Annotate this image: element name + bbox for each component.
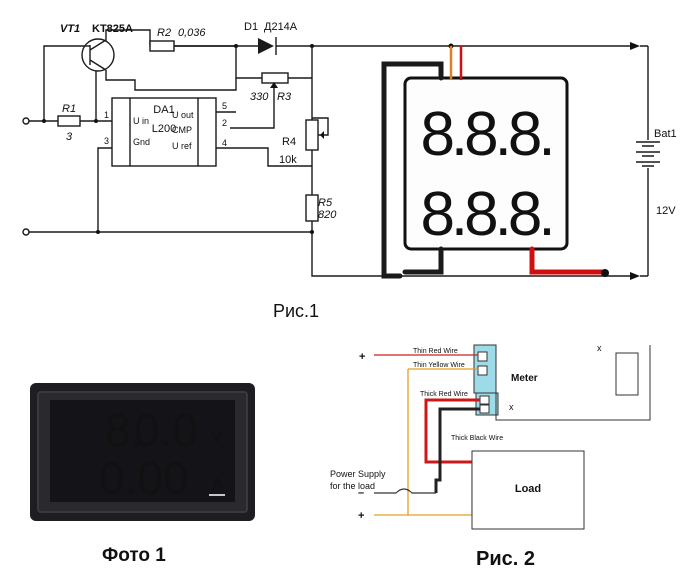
r4-label: R4 (282, 136, 296, 148)
junction-dot (96, 230, 100, 234)
thin-yellow-label: Thin Yellow Wire (413, 362, 465, 369)
current-unit: A (211, 475, 223, 494)
battery-voltage-label: 12V (656, 205, 676, 217)
r1-bypass-wire (43, 45, 84, 121)
supply-label-line2: for the load (330, 481, 375, 491)
d1-label: D1 (244, 21, 258, 33)
voltage-reading: 0.0 (134, 404, 198, 456)
x-mark: x (509, 402, 514, 412)
load-box (471, 450, 585, 530)
r1-value: 3 (66, 131, 73, 143)
voltage-unit: V (211, 427, 223, 446)
uref-wire (216, 147, 312, 167)
thick-black-label: Thick Black Wire (451, 435, 503, 442)
wiring-diagram: + Thin Red Wire Thin Yellow Wire Meter x… (330, 343, 651, 570)
r5-label: R5 (318, 197, 333, 209)
r3-wire (235, 46, 262, 79)
thick-black-wire (402, 246, 444, 275)
negative-rail (311, 221, 630, 277)
r2-label: R2 (157, 27, 171, 39)
terminal-icon (479, 404, 490, 414)
r3-label: R3 (277, 91, 292, 103)
load-label: Load (515, 483, 541, 495)
r5-resistor (305, 194, 319, 222)
arrow-icon (630, 272, 640, 280)
supply-label-line1: Power Supply (330, 469, 386, 479)
pin-uref-label: U ref (172, 141, 192, 151)
supply-negative-wire (374, 488, 436, 494)
r3-value: 330 (250, 91, 269, 103)
terminal-icon (477, 351, 488, 362)
pin-3-label: 3 (104, 136, 109, 146)
vt1-collector-wire (105, 70, 237, 91)
wiper-arrow-icon (270, 82, 278, 88)
thick-red-label: Thick Red Wire (420, 391, 468, 398)
pin-uout-label: U out (172, 110, 194, 120)
pin-2-label: 2 (222, 118, 227, 128)
x-mark: x (597, 343, 602, 353)
r4-value: 10k (279, 154, 297, 166)
input-terminal-bottom (22, 228, 30, 236)
plus-label: + (359, 351, 365, 363)
thin-red-label: Thin Red Wire (413, 348, 458, 355)
meter-label: Meter (511, 373, 538, 384)
pin-5-label: 5 (222, 101, 227, 111)
input-terminal-top (22, 117, 30, 125)
gnd-wire (97, 147, 112, 232)
r5-value: 820 (318, 209, 337, 221)
junction-dot (601, 269, 609, 277)
figure1-caption: Рис.1 (273, 301, 319, 321)
current-reading: 0.00 (99, 452, 189, 504)
pin-cmp-label: CMP (172, 125, 192, 135)
photo-meter: 8. 0.0 V 0.00 A Фото 1 (30, 383, 255, 566)
thick-black-wire (434, 407, 480, 493)
minus-label: – (358, 487, 364, 499)
thick-black-wire (381, 61, 444, 279)
meter-digits-bottom: 8.8.8. (420, 180, 551, 249)
r3-wiper-wire (230, 88, 275, 129)
plus-label: + (358, 510, 364, 522)
vt1-label: VT1 (60, 23, 80, 35)
figure2-caption: Рис. 2 (476, 548, 535, 570)
r4-potentiometer (305, 119, 319, 151)
da1-type-label: L200 (152, 123, 176, 135)
junction-dot (94, 119, 98, 123)
junction-dot (42, 119, 46, 123)
wiper-arrow-icon (320, 131, 324, 139)
supply-positive-wire (374, 462, 473, 516)
meter-display-window (615, 352, 639, 396)
arrow-icon (630, 42, 640, 50)
meter-module: 8.8.8. 8.8.8. (403, 76, 569, 251)
d1-diode (258, 37, 277, 55)
da1-label: DA1 (153, 104, 174, 116)
battery-label: Bat1 (654, 128, 677, 140)
r1-resistor (57, 115, 81, 127)
r2-value: 0,036 (178, 27, 206, 39)
terminal-icon (479, 395, 490, 405)
pin-4-label: 4 (222, 138, 227, 148)
vt1-type-label: KT825A (92, 23, 133, 35)
junction-dot (310, 230, 314, 234)
pin-1-label: 1 (104, 110, 109, 120)
pin-gnd-label: Gnd (133, 137, 150, 147)
r1-label: R1 (62, 103, 76, 115)
schematic: 8.8.8. 8.8.8. VT1 KT825A R1 3 R2 0,036 D… (22, 21, 677, 321)
battery (636, 45, 660, 277)
meter-digits-top: 8.8.8. (420, 100, 551, 169)
d1-type-label: Д214А (264, 21, 298, 33)
thick-red-wire (529, 246, 608, 275)
pin-uin-label: U in (133, 116, 149, 126)
r2-resistor (149, 40, 175, 52)
voltage-dim-digit: 8. (105, 404, 143, 456)
meter-body-outline (495, 345, 651, 421)
unit-underline (209, 494, 225, 496)
r3-potentiometer (261, 72, 289, 84)
terminal-icon (477, 365, 488, 376)
photo1-caption: Фото 1 (102, 545, 166, 566)
